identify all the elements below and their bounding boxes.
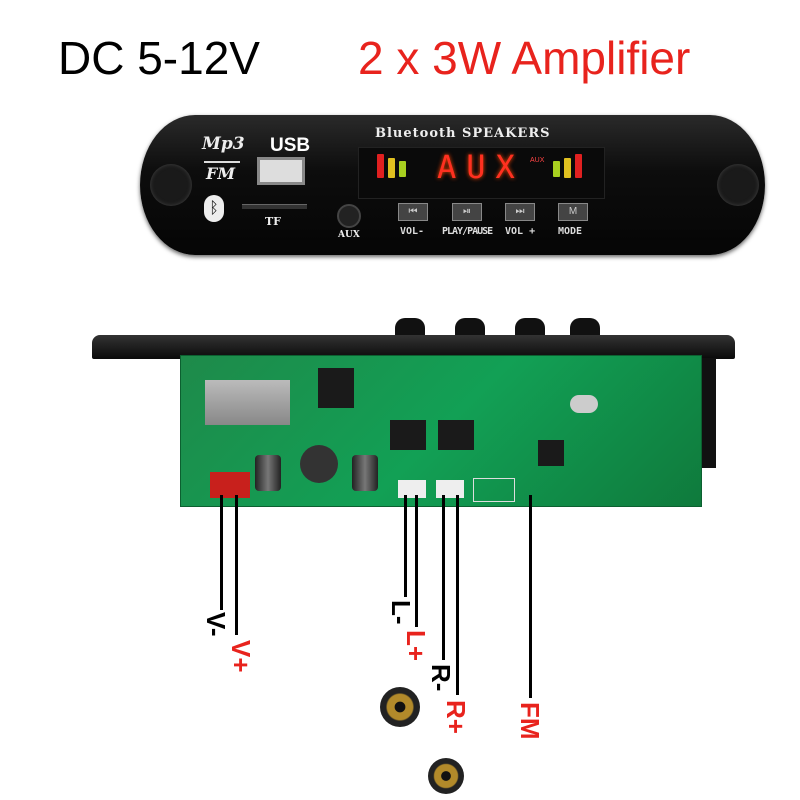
tf-card-socket: [205, 380, 290, 425]
button-knob: [395, 318, 425, 340]
wire-r-plus: [456, 495, 459, 695]
play-pause-label: PLAY/PAUSE: [442, 226, 493, 237]
usb-port[interactable]: [257, 157, 305, 185]
wire-v-plus: [235, 495, 238, 635]
logo-fm: FM: [206, 164, 236, 183]
level-bar: [564, 158, 571, 178]
fm-connector: [473, 478, 515, 502]
left-speaker-connector: [398, 480, 426, 498]
level-bar: [553, 161, 560, 177]
power-title: 2 x 3W Amplifier: [358, 32, 691, 84]
power-connector: [210, 472, 250, 498]
display-badge: AUX: [530, 157, 545, 164]
right-speaker-icon: [428, 758, 464, 794]
bluetooth-chip: [538, 440, 564, 466]
brand-label: Bluetooth SPEAKERS: [375, 126, 551, 141]
vol-down-label: VOL-: [400, 226, 425, 237]
logo-mp3: Mp3: [202, 134, 245, 154]
wire-r-minus: [442, 495, 445, 660]
vol-up-button[interactable]: ⏭: [505, 203, 535, 221]
crystal: [570, 395, 598, 413]
usb-label: USB: [270, 135, 311, 156]
bluetooth-icon: ᛒ: [204, 195, 224, 222]
label-v-minus: V-: [201, 612, 231, 637]
previous-icon: ⏮: [408, 206, 418, 217]
play-pause-button[interactable]: ⏯: [452, 203, 482, 221]
wire-l-plus: [415, 495, 418, 627]
play-pause-icon: ⏯: [463, 206, 471, 217]
left-speaker-icon: [380, 687, 420, 727]
amplifier-chip: [390, 420, 426, 450]
display-text: AUX: [437, 148, 525, 186]
inductor: [300, 445, 338, 483]
label-v-plus: V+: [226, 640, 256, 673]
aux-jack[interactable]: [337, 204, 361, 228]
label-r-plus: R+: [441, 700, 471, 734]
button-knob: [455, 318, 485, 340]
wire-v-minus: [220, 495, 223, 610]
right-speaker-connector: [436, 480, 464, 498]
logo-divider: [204, 161, 240, 163]
button-knob: [515, 318, 545, 340]
next-icon: ⏭: [515, 206, 525, 217]
button-knob: [570, 318, 600, 340]
mount-cap-left: [150, 164, 192, 206]
label-l-minus: L-: [386, 600, 416, 625]
wire-fm: [529, 495, 532, 698]
capacitor: [255, 455, 281, 491]
tf-label: TF: [265, 215, 281, 228]
amplifier-chip: [438, 420, 474, 450]
mode-icon: M: [568, 206, 578, 217]
mount-cap-right: [717, 164, 759, 206]
vol-down-button[interactable]: ⏮: [398, 203, 428, 221]
level-bar: [377, 154, 384, 178]
voltage-title: DC 5-12V: [58, 32, 260, 84]
regulator-chip: [318, 368, 354, 408]
aux-label: AUX: [338, 230, 360, 240]
capacitor: [352, 455, 378, 491]
label-fm: FM: [515, 702, 545, 740]
level-bar: [575, 154, 582, 178]
mode-label: MODE: [558, 226, 583, 237]
label-r-minus: R-: [426, 664, 456, 692]
level-bar: [388, 158, 395, 178]
wire-l-minus: [404, 495, 407, 597]
label-l-plus: L+: [401, 630, 431, 662]
mode-button[interactable]: M: [558, 203, 588, 221]
bracket-right: [702, 358, 716, 468]
vol-up-label: VOL +: [505, 226, 536, 237]
tf-slot[interactable]: [242, 204, 307, 209]
level-bar: [399, 161, 406, 177]
